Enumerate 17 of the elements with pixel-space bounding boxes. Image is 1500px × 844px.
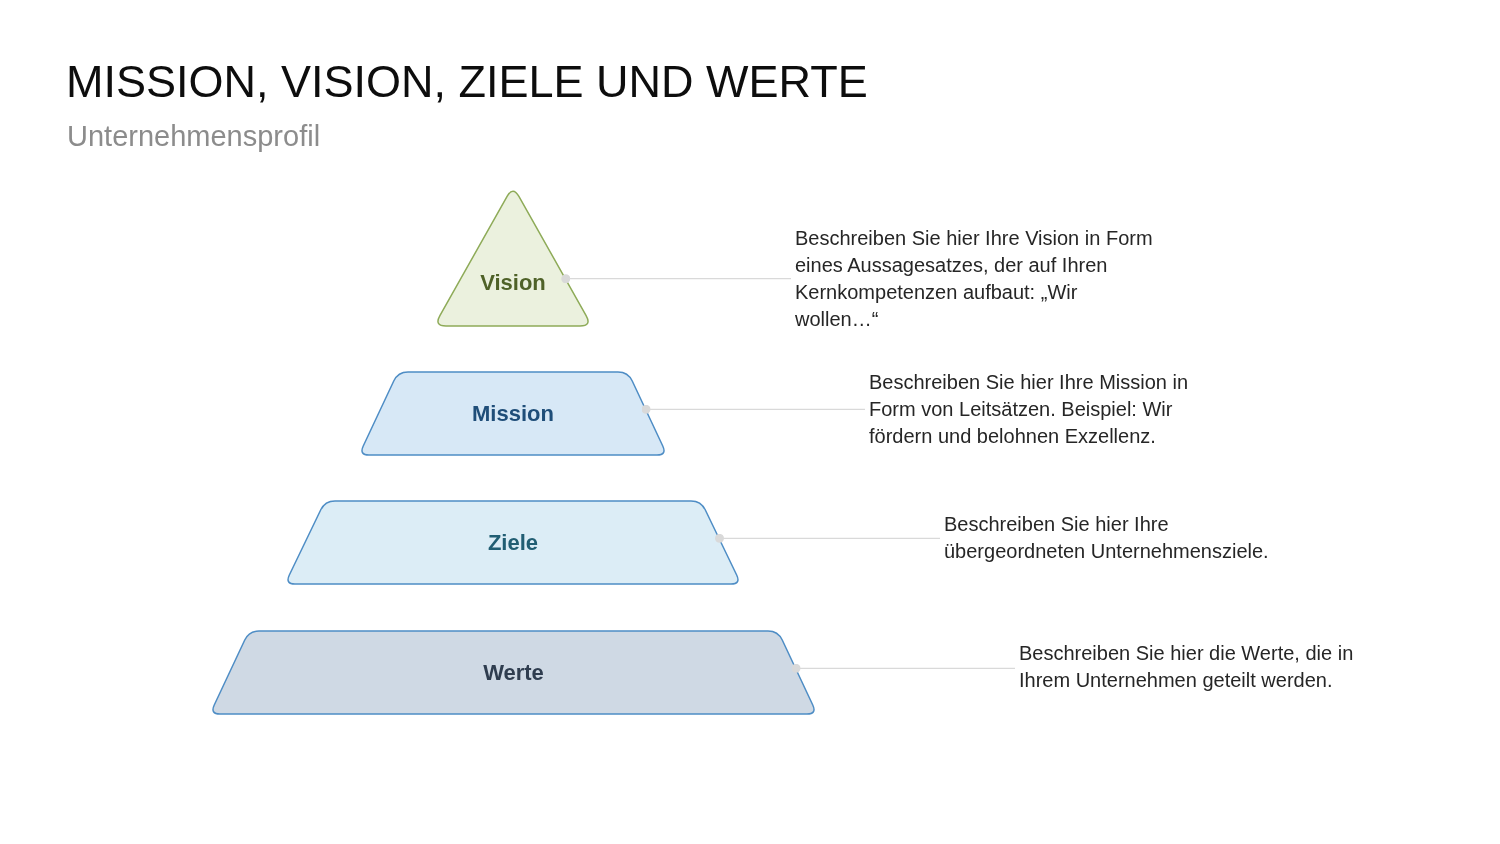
leader-line (791, 663, 1016, 673)
slide-title: MISSION, VISION, ZIELE UND WERTE (66, 56, 868, 108)
description-text: Beschreiben Sie hier Ihre Vision in Form eines Aussagesatzes, der auf Ihren Kernkompetenzen aufbaut: „Wir wollen…“ (795, 225, 1163, 333)
leader-line (715, 533, 941, 543)
tier-label: Mission (472, 400, 554, 428)
leader-line (561, 274, 792, 284)
pyramid-tier (209, 630, 818, 715)
tier-label: Vision (480, 269, 546, 297)
slide-subtitle: Unternehmensprofil (67, 119, 321, 154)
pyramid-tier (284, 500, 742, 585)
pyramid-tier (358, 371, 668, 456)
leader-line (641, 404, 866, 414)
description-text: Beschreiben Sie hier Ihre Mission in Form von Leitsätzen. Beispiel: Wir fördern und belohnen Exzellenz. (869, 368, 1217, 450)
description-text: Beschreiben Sie hier Ihre übergeordneten Unternehmensziele. (944, 511, 1289, 565)
tier-label: Ziele (487, 529, 539, 557)
description-text: Beschreiben Sie hier die Werte, die in Ihrem Unternehmen geteilt werden. (1019, 640, 1381, 694)
tier-label: Werte (483, 659, 544, 687)
